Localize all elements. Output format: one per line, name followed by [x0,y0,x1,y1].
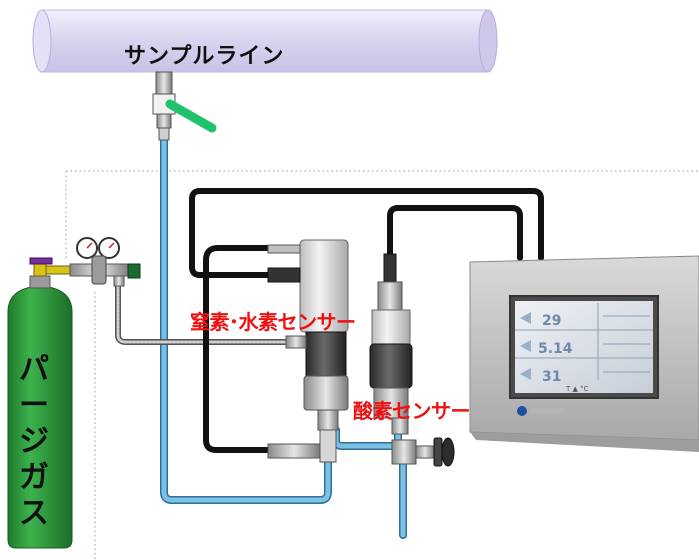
signal-cables [189,188,544,453]
screen-icons [520,312,531,380]
regulator [69,237,141,287]
sample-line-label: サンプルライン [124,44,285,69]
valve-handle [165,99,217,133]
purge-gas-label: パージガス [14,352,54,532]
purge-gas-label-char: ー [19,388,49,423]
purge-gas-label-char: ス [19,496,49,531]
sample-valve [152,71,217,141]
enclosure-outline [65,170,699,560]
outlet-valve [391,437,455,467]
purge-gas-label-char: パ [19,352,49,387]
purge-gas-cylinder [7,257,73,549]
oxygen-sensor-label: 酸素センサー [353,399,471,423]
display-footer: T ▲ °C [565,385,589,393]
display-reading-1: 29 [542,313,561,329]
sample-line-pipe [32,9,498,73]
purge-gas-label-char: ジ [19,424,49,459]
nitrogen-hydrogen-sensor [267,239,349,463]
brand-logo [517,406,527,416]
oxygen-sensor [369,253,413,435]
gas-tubes [160,136,407,539]
display-reading-3: 31 [542,369,561,385]
purge-gas-label-char: ガ [19,460,49,495]
display-reading-2: 5.14 [538,341,573,357]
screen-grid [515,303,653,380]
nitrogen-hydrogen-sensor-label: 窒素･水素センサー [190,310,356,334]
purge-hose [115,279,299,345]
display-unit: 29 5.14 31 T ▲ °C [469,255,699,452]
